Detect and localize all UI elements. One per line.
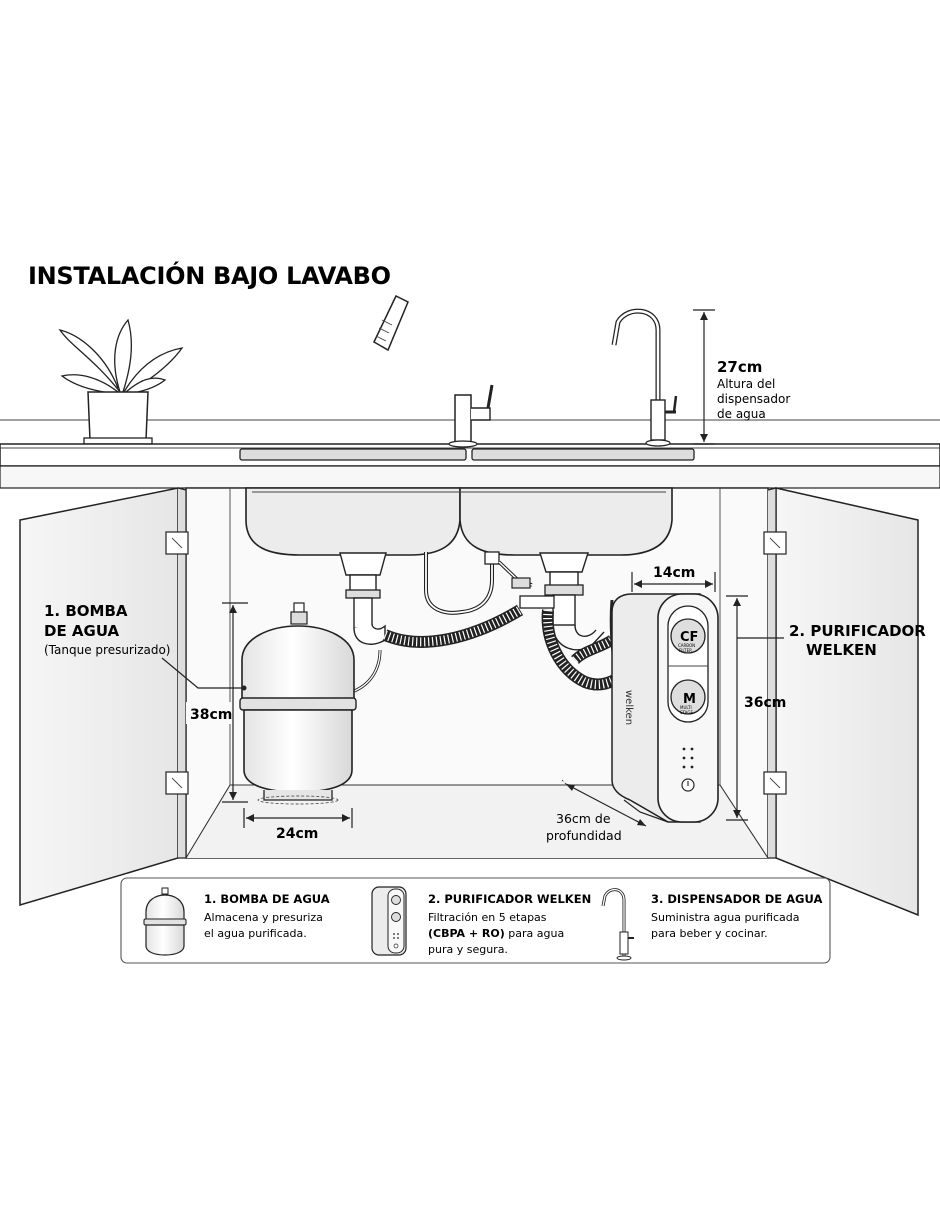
pump-label-sub: (Tanque presurizado) — [44, 643, 171, 657]
filter-bottom-sub-2: STAGE — [680, 710, 693, 715]
purifier-depth-1: 36cm de — [556, 811, 611, 826]
purifier-unit — [611, 593, 719, 823]
pump-width-dimension — [243, 808, 353, 828]
pump-leader-line — [161, 657, 244, 689]
legend-tank-icon — [143, 887, 187, 956]
purifier-depth-dimension — [561, 779, 647, 827]
legend-pump-title: 1. BOMBA DE AGUA — [204, 892, 330, 906]
purifier-label-2: WELKEN — [806, 641, 877, 659]
sink-drains — [339, 552, 605, 651]
sink-rim — [239, 448, 695, 461]
purifier-height-value: 36cm — [744, 695, 786, 711]
purifier-brand: welken — [623, 690, 634, 725]
dispenser-height-dimension — [693, 309, 715, 445]
water-dispenser — [611, 308, 678, 447]
purifier-indicator-leds — [682, 747, 694, 769]
legend-dispenser-title: 3. DISPENSADOR DE AGUA — [651, 892, 822, 906]
dispenser-height-value: 27cm — [717, 358, 762, 376]
legend-purifier-line-3: pura y segura. — [428, 943, 508, 956]
filter-top-sub-1: CARBON — [678, 643, 695, 648]
pressure-tank — [239, 602, 357, 805]
pump-height-dimension — [222, 602, 248, 803]
pump-height-bg — [186, 702, 232, 724]
purifier-width-value: 14cm — [653, 565, 695, 581]
plant-icon — [58, 318, 184, 445]
dispenser-height-desc-1: Altura del — [717, 377, 775, 391]
legend-purifier-title: 2. PURIFICADOR WELKEN — [428, 892, 591, 906]
legend-dispenser-line-2: para beber y cocinar. — [651, 927, 768, 940]
dispenser-height-desc-2: dispensador — [717, 392, 790, 406]
legend-purifier-icon — [371, 886, 407, 956]
legend — [120, 877, 831, 964]
legend-pump-line-1: Almacena y presuriza — [204, 911, 323, 924]
purifier-width-dimension — [631, 572, 716, 592]
legend-dispenser-icon — [601, 888, 634, 961]
cabinet-door-right — [763, 487, 919, 917]
dispenser-height-desc-3: de agua — [717, 407, 766, 421]
pump-leader-dot — [241, 685, 247, 691]
legend-dispenser-line-1: Suministra agua purificada — [651, 911, 799, 924]
purifier-height-dimension — [726, 595, 748, 821]
filter-bottom-label: M — [683, 692, 696, 707]
purifier-label-1: 2. PURIFICADOR — [789, 622, 926, 640]
pump-width-value: 24cm — [276, 826, 318, 842]
pump-height-value: 38cm — [190, 707, 232, 723]
sink-basins — [245, 487, 673, 556]
purifier-depth-2: profundidad — [546, 828, 622, 843]
legend-purifier-line-2: (CBPA + RO) para agua — [428, 927, 564, 940]
pump-label-1: 1. BOMBA — [44, 602, 128, 620]
kitchen-faucet — [373, 254, 494, 448]
filter-bottom-sub-1: MULTI — [680, 705, 692, 710]
cabinet-door-left — [19, 487, 189, 907]
legend-pump-line-2: el agua purificada. — [204, 927, 307, 940]
countertop — [0, 443, 940, 489]
page-title: INSTALACIÓN BAJO LAVABO — [28, 260, 391, 290]
filter-top-label: CF — [680, 630, 698, 645]
pump-label-2: DE AGUA — [44, 622, 120, 640]
legend-purifier-line-1: Filtración en 5 etapas — [428, 911, 547, 924]
filter-top-sub-2: FILTER — [679, 648, 692, 653]
